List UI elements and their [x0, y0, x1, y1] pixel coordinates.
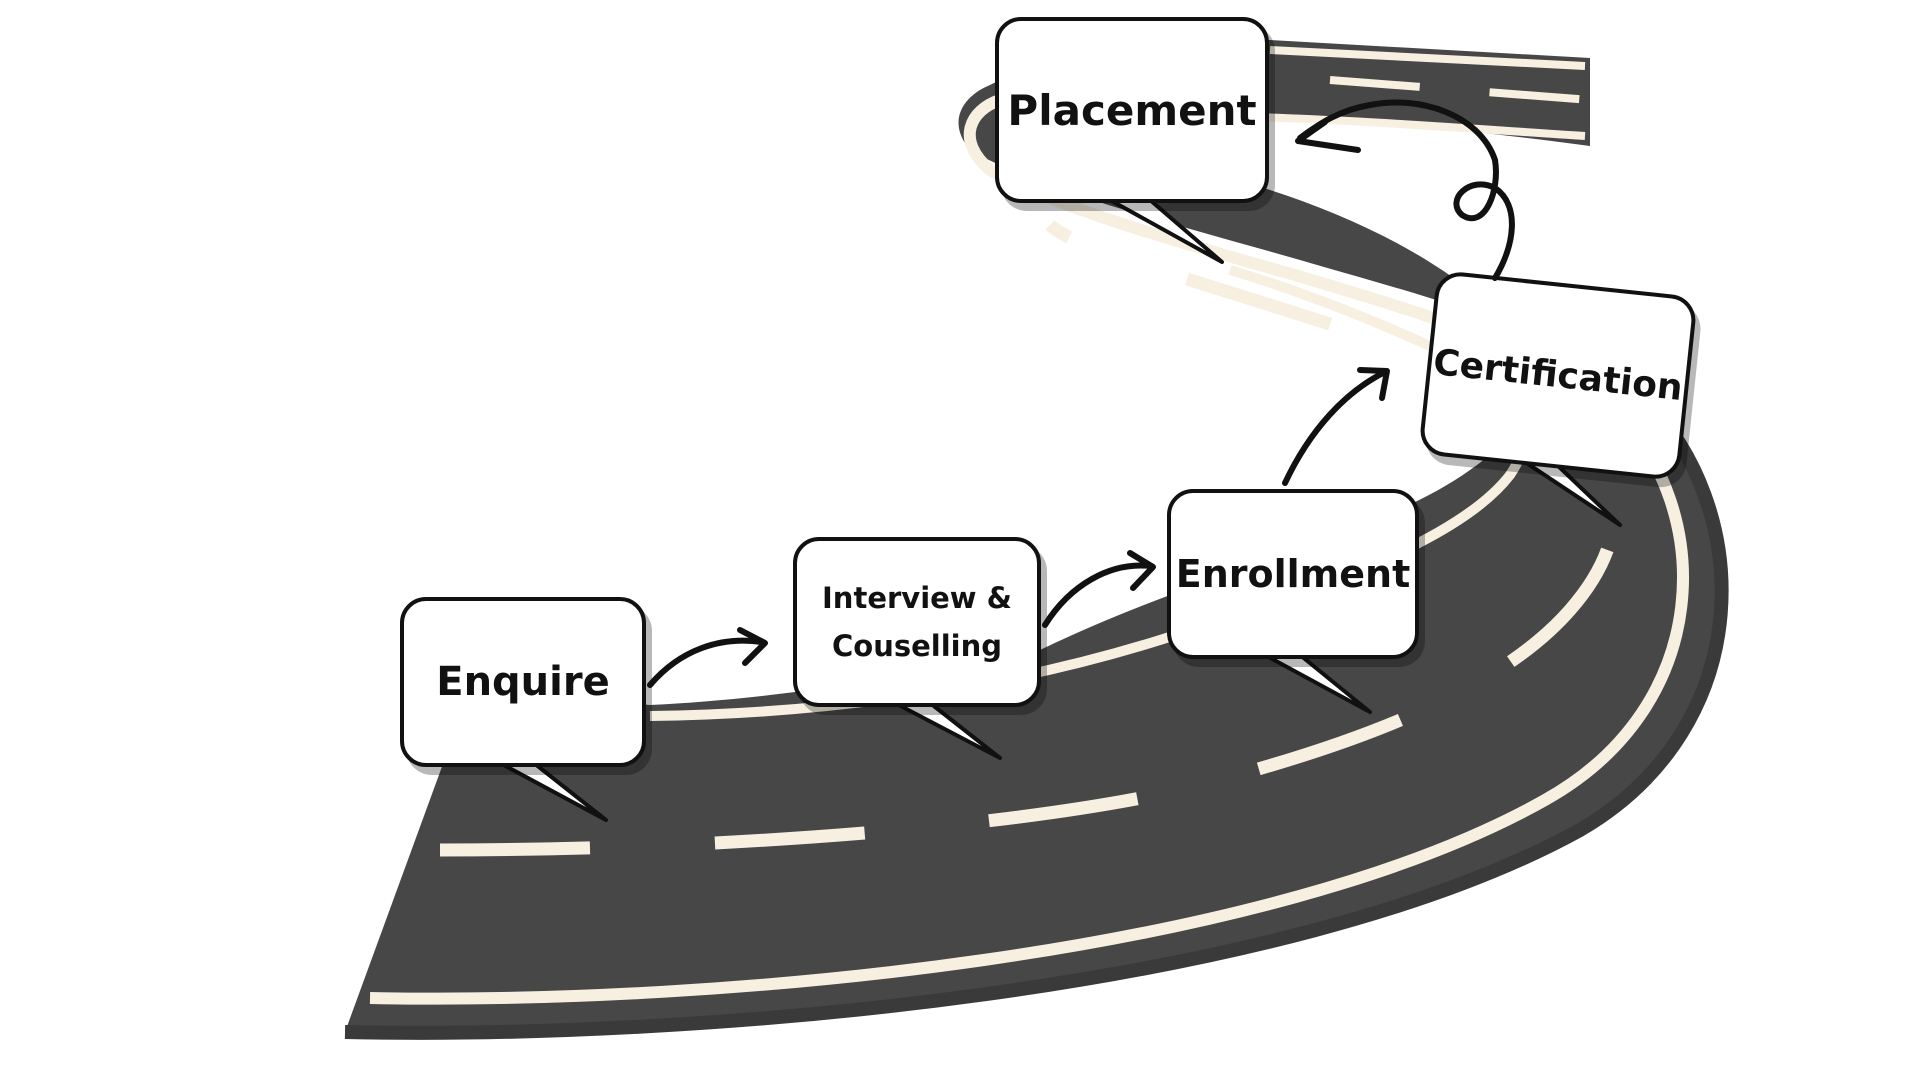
enquire-label: Enquire [436, 659, 610, 705]
road-center-dashes [439, 220, 1621, 857]
certification-label: Certification [1431, 342, 1685, 409]
interview-tail [893, 701, 1002, 760]
interview-label-line1: Interview & [822, 581, 1012, 615]
road-edge-outer [344, 389, 1729, 1040]
placement-label: Placement [1007, 85, 1257, 135]
enrollment-tail [1263, 653, 1372, 714]
road-surface [345, 38, 1722, 1033]
placement-tail [1108, 198, 1224, 264]
enquire-bubble: Enquire [400, 597, 646, 767]
enrollment-label: Enrollment [1175, 552, 1411, 596]
certification-bubble: Certification [1418, 269, 1698, 482]
road-edge-line-top [1269, 46, 1586, 70]
road-upper-dashes [1329, 76, 1591, 104]
enquire-tail [498, 758, 608, 822]
enrollment-bubble: Enrollment [1167, 489, 1419, 659]
interview-label-line2: Couselling [831, 629, 1002, 663]
interview-bubble: Interview & Couselling [793, 537, 1041, 707]
placement-bubble: Placement [995, 17, 1269, 203]
